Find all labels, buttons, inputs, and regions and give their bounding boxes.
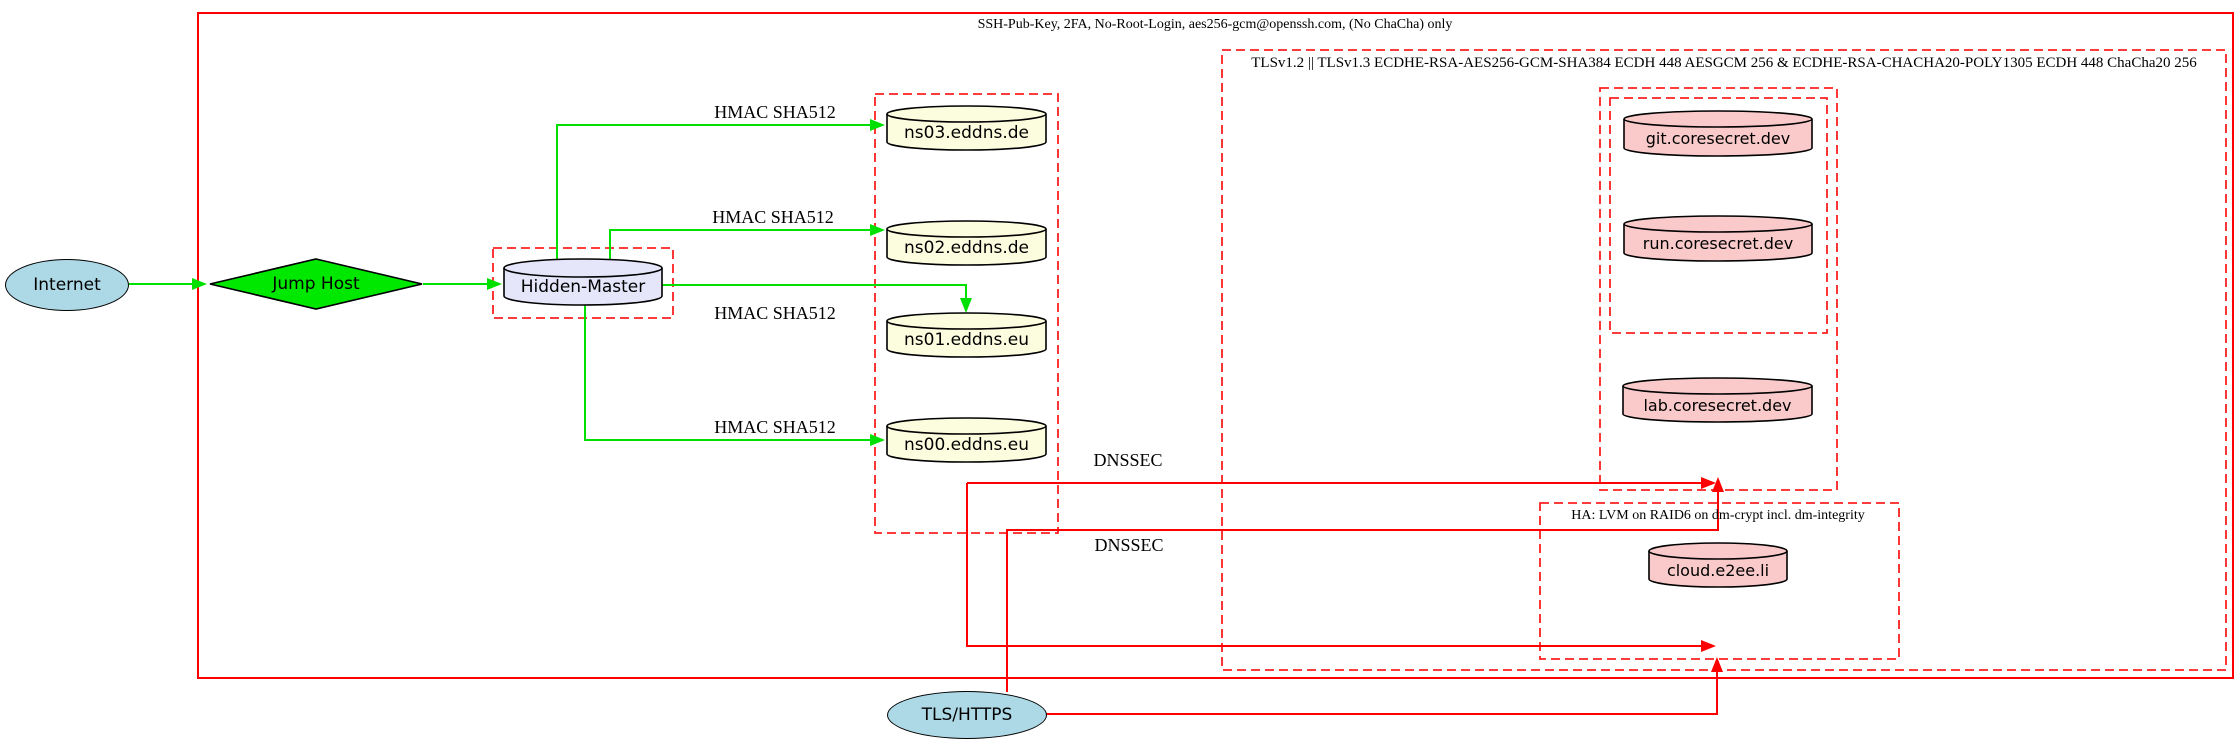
arrowhead xyxy=(1701,477,1716,489)
cylinder-shape xyxy=(886,417,1047,463)
cylinder-shape xyxy=(503,258,663,306)
node-hidden-master: Hidden-Master xyxy=(503,258,663,306)
edge-label-hmac-ns02: HMAC SHA512 xyxy=(712,207,834,227)
cylinder-shape xyxy=(1648,542,1788,588)
red-arrowheads xyxy=(1701,477,1724,672)
edge-hiddenmaster-ns01 xyxy=(662,284,967,299)
edge-hiddenmaster-ns02 xyxy=(609,229,871,260)
node-ns03: ns03.eddns.de xyxy=(886,105,1047,151)
edge-label-dnssec-coresecret: DNSSEC xyxy=(1093,450,1163,470)
arrowhead xyxy=(960,298,972,313)
ssh-security-box xyxy=(197,12,2234,679)
secure-edges xyxy=(129,124,967,441)
node-tls-https-label: TLS/HTTPS xyxy=(921,705,1013,725)
node-tls-https: TLS/HTTPS xyxy=(887,691,1047,739)
arrowhead xyxy=(870,119,885,131)
secure-arrowheads xyxy=(192,119,972,446)
diamond-shape xyxy=(209,258,423,310)
node-ns02: ns02.eddns.de xyxy=(886,220,1047,266)
edge-label-dnssec-ha: DNSSEC xyxy=(1094,535,1164,555)
node-run: run.coresecret.dev xyxy=(1623,215,1813,262)
ssh-policy-title: SSH-Pub-Key, 2FA, No-Root-Login, aes256-… xyxy=(977,17,1453,32)
arrowhead xyxy=(870,224,885,236)
tls-cipher-title: TLSv1.2 || TLSv1.3 ECDHE-RSA-AES256-GCM-… xyxy=(1251,55,2197,71)
ha-storage-title: HA: LVM on RAID6 on dm-crypt incl. dm-in… xyxy=(1571,508,1865,523)
arrowhead xyxy=(870,434,885,446)
edge-hiddenmaster-ns00 xyxy=(584,305,871,441)
edge-label-hmac-ns01: HMAC SHA512 xyxy=(714,303,836,323)
ha-cluster-box xyxy=(1539,502,1900,660)
cylinder-shape xyxy=(886,220,1047,266)
arrowhead xyxy=(1701,640,1716,652)
node-lab-label: lab.coresecret.dev xyxy=(1643,395,1792,415)
edge-hiddenmaster-ns03 xyxy=(556,124,871,260)
cylinder-shape xyxy=(886,105,1047,151)
edge-tlshttps-ha xyxy=(1045,670,1718,715)
node-ns00-label: ns00.eddns.eu xyxy=(904,435,1029,455)
eddns-cluster-box xyxy=(874,93,1059,534)
coresecret-inner-cluster-box xyxy=(1609,97,1828,334)
cylinder-shape xyxy=(1623,215,1813,262)
node-ns00: ns00.eddns.eu xyxy=(886,417,1047,463)
node-jump-host: Jump Host xyxy=(209,258,423,310)
node-cloud: cloud.e2ee.li xyxy=(1648,542,1788,588)
node-ns03-label: ns03.eddns.de xyxy=(904,123,1029,143)
node-cloud-label: cloud.e2ee.li xyxy=(1666,560,1770,580)
node-hidden-master-label: Hidden-Master xyxy=(520,277,646,297)
edge-label-hmac-ns03: HMAC SHA512 xyxy=(714,102,836,122)
cylinder-shape xyxy=(1623,110,1813,157)
node-ns02-label: ns02.eddns.de xyxy=(904,238,1029,258)
node-jump-host-label: Jump Host xyxy=(272,274,360,294)
edge-eddns-ha-dnssec xyxy=(966,483,1702,647)
red-edges xyxy=(966,482,1719,715)
node-internet: Internet xyxy=(5,259,129,311)
arrowhead xyxy=(1712,477,1724,492)
node-internet-label: Internet xyxy=(33,275,101,295)
arrowhead xyxy=(1711,657,1723,672)
node-ns01-label: ns01.eddns.eu xyxy=(904,330,1029,350)
arrowhead xyxy=(487,278,502,290)
edge-tlshttps-coresecret xyxy=(1006,490,1719,692)
cylinder-shape xyxy=(1622,377,1813,423)
edge-label-hmac-ns00: HMAC SHA512 xyxy=(714,417,836,437)
node-git-label: git.coresecret.dev xyxy=(1645,129,1791,148)
node-lab: lab.coresecret.dev xyxy=(1622,377,1813,423)
arrowhead xyxy=(192,278,207,290)
node-git: git.coresecret.dev xyxy=(1623,110,1813,157)
cylinder-shape xyxy=(886,312,1047,358)
node-run-label: run.coresecret.dev xyxy=(1642,234,1794,253)
node-ns01: ns01.eddns.eu xyxy=(886,312,1047,358)
